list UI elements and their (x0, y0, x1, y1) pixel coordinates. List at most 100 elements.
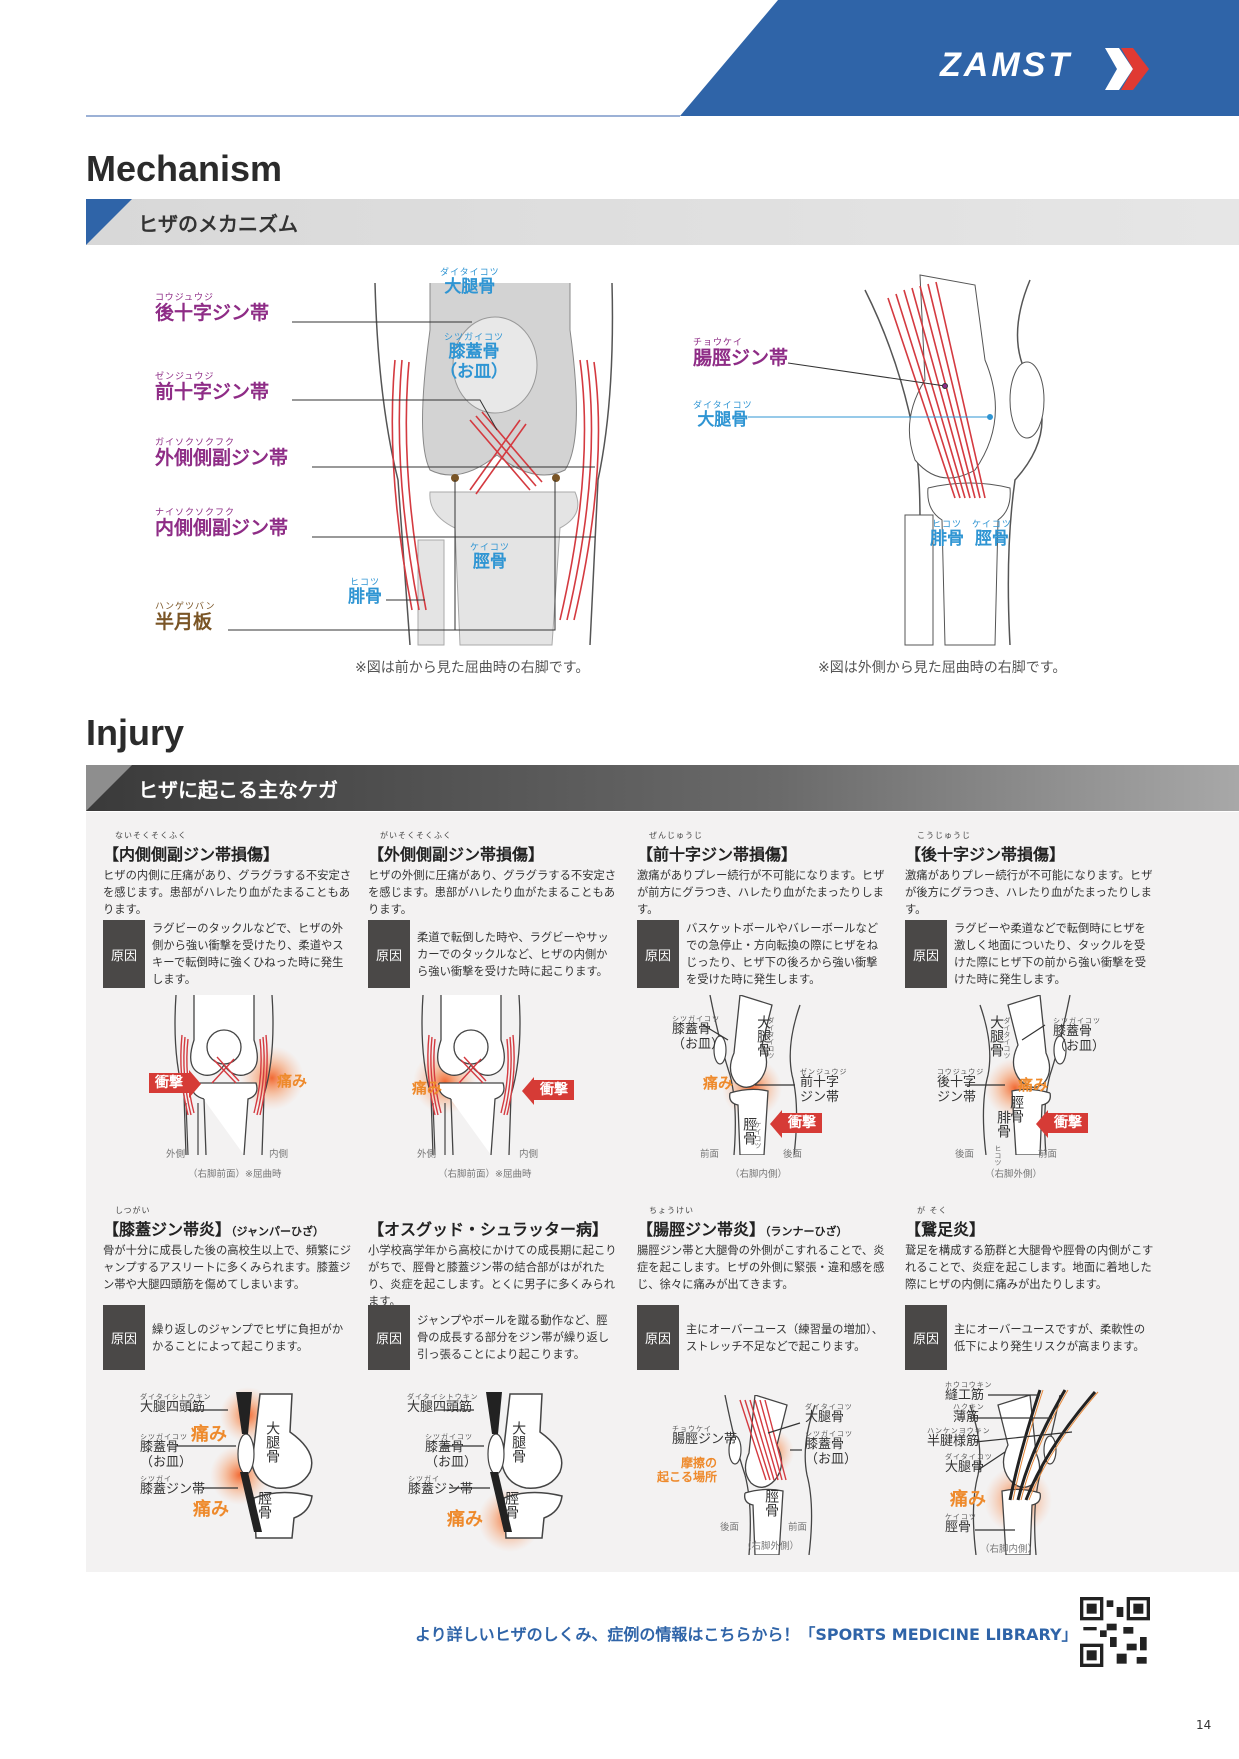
label-text: 衝撃 (540, 1082, 568, 1098)
label-text: 膝蓋骨 （お皿） (1053, 1024, 1106, 1054)
pain-label: 痛み (412, 1079, 443, 1097)
diagram-label: 内側 (269, 1149, 288, 1161)
injury-description: 腸脛ジン帯と大腿骨の外側がこすれることで、炎症を起こします。ヒザの外側に緊張・違… (637, 1244, 885, 1291)
label-text: 大腿四頭筋 (407, 1400, 473, 1416)
label-text: （右脚外側） (985, 1169, 1043, 1180)
mechanism-banner-text: ヒザのメカニズム (138, 211, 298, 236)
label-text: 痛み (191, 1424, 227, 1445)
cause-text: 繰り返しのジャンプでヒザに負担がかかることによって起こります。 (145, 1305, 353, 1370)
label-text: 縫工筋 (945, 1388, 985, 1404)
cause-text: 主にオーバーユースですが、柔軟性の低下により発生リスクが高まります。 (947, 1305, 1155, 1370)
label-text: （右脚外側） (742, 1541, 800, 1552)
mechanism-side-label: チョウケイ腸脛ジン帯 (693, 338, 788, 370)
label-text: 外側側副ジン帯 (155, 447, 289, 470)
label-text: （右脚内側） (980, 1544, 1038, 1555)
injury-subtitle: （ランナーひざ） (765, 1225, 848, 1238)
injury-description: 激痛がありプレー続行が不可能になります。ヒザが後方にグラつき、ハレたり血がたまっ… (905, 869, 1153, 916)
injury-description: 激痛がありプレー続行が不可能になります。ヒザが前方にグラつき、ハレたり血がたまっ… (637, 869, 885, 916)
furigana: コウジュウジ (155, 293, 215, 303)
furigana: ダイタイシトウキン (407, 1393, 479, 1401)
label-text: 膝蓋骨 （お皿） (805, 1437, 858, 1467)
label-text: 大腿骨 (988, 1015, 1005, 1057)
label-text: （右脚前面）※屈曲時 (438, 1169, 532, 1180)
label-text: 摩擦の 起こる場所 (657, 1456, 718, 1484)
injury-title-text: 【前十字ジン帯損傷】 (637, 845, 798, 864)
furigana: シツガイ (408, 1475, 440, 1483)
diagram-label: ダイタイコツ大腿骨 (945, 1453, 993, 1476)
zamst-logo: ZAMST (940, 46, 1073, 84)
label-text: ダイタイコツ (1003, 1017, 1012, 1059)
diagram-label: （右脚内側） (730, 1169, 788, 1181)
label-text: 脛骨 (945, 1520, 972, 1536)
furigana: ケイコツ (972, 520, 1012, 530)
injury-description: 小学校高学年から高校にかけての成長期に起こりがちで、脛骨と膝蓋ジン帯の結合部がは… (368, 1244, 617, 1308)
label-text: 前面 (1038, 1149, 1058, 1160)
mechanism-side-caption: ※図は外側から見た屈曲時の右脚です。 (818, 660, 1067, 676)
furigana: ダイタイシトウキン (140, 1393, 212, 1401)
label-text: （右脚内側） (730, 1169, 788, 1180)
furigana: シツガイコツ (805, 1430, 853, 1438)
logo-chevron-icon (1105, 48, 1149, 90)
cause-text-content: 繰り返しのジャンプでヒザに負担がかかることによって起こります。 (152, 1322, 344, 1353)
label-text: ケイコツ (754, 1121, 763, 1149)
label-text: 腓骨 (348, 587, 382, 608)
injury-description: 骨が十分に成長した後の高校生以上で、頻繁にジャンプするアスリートに多くみられます… (103, 1244, 352, 1291)
mechanism-front-label: ハンゲツバン半月板 (155, 602, 215, 634)
label-text: 内側 (519, 1149, 539, 1160)
diagram-label: 外側 (417, 1149, 436, 1161)
furigana: シツガイコツ (140, 1433, 188, 1441)
diagram-label: 摩擦の 起こる場所 (657, 1456, 718, 1485)
cause-text-content: ラグビーのタックルなどで、ヒザの外側から強い衝撃を受けたり、柔道やスキーで転倒時… (152, 922, 344, 986)
diagram-label: シツガイコツ膝蓋骨 （お皿） (1053, 1017, 1105, 1055)
cause-badge: 原因 (368, 1305, 410, 1370)
title-furigana: しつがい (115, 1206, 151, 1215)
cause-badge: 原因 (905, 1305, 947, 1370)
sports-medicine-library-link[interactable]: より詳しいヒザのしくみ、症例の情報はこちらから！「SPORTS MEDICINE… (415, 1625, 1078, 1644)
injury-banner-text: ヒザに起こる主なケガ (138, 777, 338, 802)
injury-card: ちょうけい【腸脛ジン帯炎】（ランナーひざ）腸脛ジン帯と大腿骨の外側がこすれること… (637, 1205, 887, 1370)
diagram-label: ダイタイコツ (1003, 1017, 1011, 1059)
diagram-label: （右脚前面）※屈曲時 (438, 1169, 532, 1181)
label-text: 大腿骨 (945, 1460, 985, 1476)
mechanism-front-label: ダイタイコツ大腿骨 (440, 268, 500, 298)
diagram-label: 前面 (1038, 1149, 1058, 1161)
mechanism-side-label: ヒコツ腓骨 (930, 520, 964, 550)
pain-label: 痛み (277, 1072, 307, 1090)
label-text: 後面 (720, 1522, 740, 1533)
diagram-label: 内側 (519, 1149, 539, 1161)
label-text: 膝蓋骨 （お皿） (672, 1022, 725, 1052)
cause-badge: 原因 (637, 1305, 679, 1370)
label-text: 脛骨 (472, 552, 507, 573)
diagram-label: 後面 (955, 1149, 974, 1161)
label-text: 前面 (700, 1149, 720, 1160)
injury-title: 【膝蓋ジン帯炎】（ジャンパーひざ） (103, 1216, 353, 1240)
injury-title-text: 【腸脛ジン帯炎】 (637, 1220, 766, 1239)
furigana: ケイコツ (945, 1513, 977, 1521)
cause-text-content: 主にオーバーユースですが、柔軟性の低下により発生リスクが高まります。 (954, 1322, 1146, 1353)
label-text: 後十字ジン帯 (155, 302, 270, 325)
label-text: 痛み (193, 1499, 229, 1520)
furigana: チョウケイ (693, 338, 743, 348)
injury-card: 【オスグッド・シュラッター病】小学校高学年から高校にかけての成長期に起こりがちで… (368, 1205, 618, 1370)
injury-title: 【外側側副ジン帯損傷】 (368, 841, 618, 865)
diagram-label: 後面 (720, 1522, 740, 1534)
label-text: 内側側副ジン帯 (155, 517, 289, 540)
diagram-label: 後面 (783, 1149, 802, 1161)
diagram-label: ダイタイコツ (767, 1017, 775, 1059)
injury-title-text: 【後十字ジン帯損傷】 (905, 845, 1066, 864)
mechanism-front-label: ガイソクソクフク外側側副ジン帯 (155, 438, 288, 470)
label-text: 痛み (412, 1079, 443, 1097)
pain-label: 痛み (703, 1074, 734, 1092)
injury-card: が そく【鵞足炎】鵞足を構成する筋群と大腿骨や脛骨の内側がこすれることで、炎症を… (905, 1205, 1155, 1370)
impact-arrow-label: 衝撃 (149, 1069, 201, 1099)
mechanism-front-caption: ※図は前から見た屈曲時の右脚です。 (355, 660, 590, 676)
cause-badge: 原因 (103, 920, 145, 988)
label-text: 脛骨 (974, 529, 1009, 550)
label-text: 痛み (703, 1074, 734, 1092)
injury-card: がいそくそくふく【外側側副ジン帯損傷】ヒザの外側に圧痛があり、グラグラする不安定… (368, 830, 618, 988)
qr-code-icon[interactable] (1080, 1597, 1150, 1667)
injury-cause: 原因バスケットボールやバレーボールなどでの急停止・方向転換の際にヒザをねじったり… (637, 920, 887, 988)
label-text: 薄筋 (953, 1410, 980, 1426)
mechanism-front-label: ケイコツ脛骨 (470, 543, 510, 573)
